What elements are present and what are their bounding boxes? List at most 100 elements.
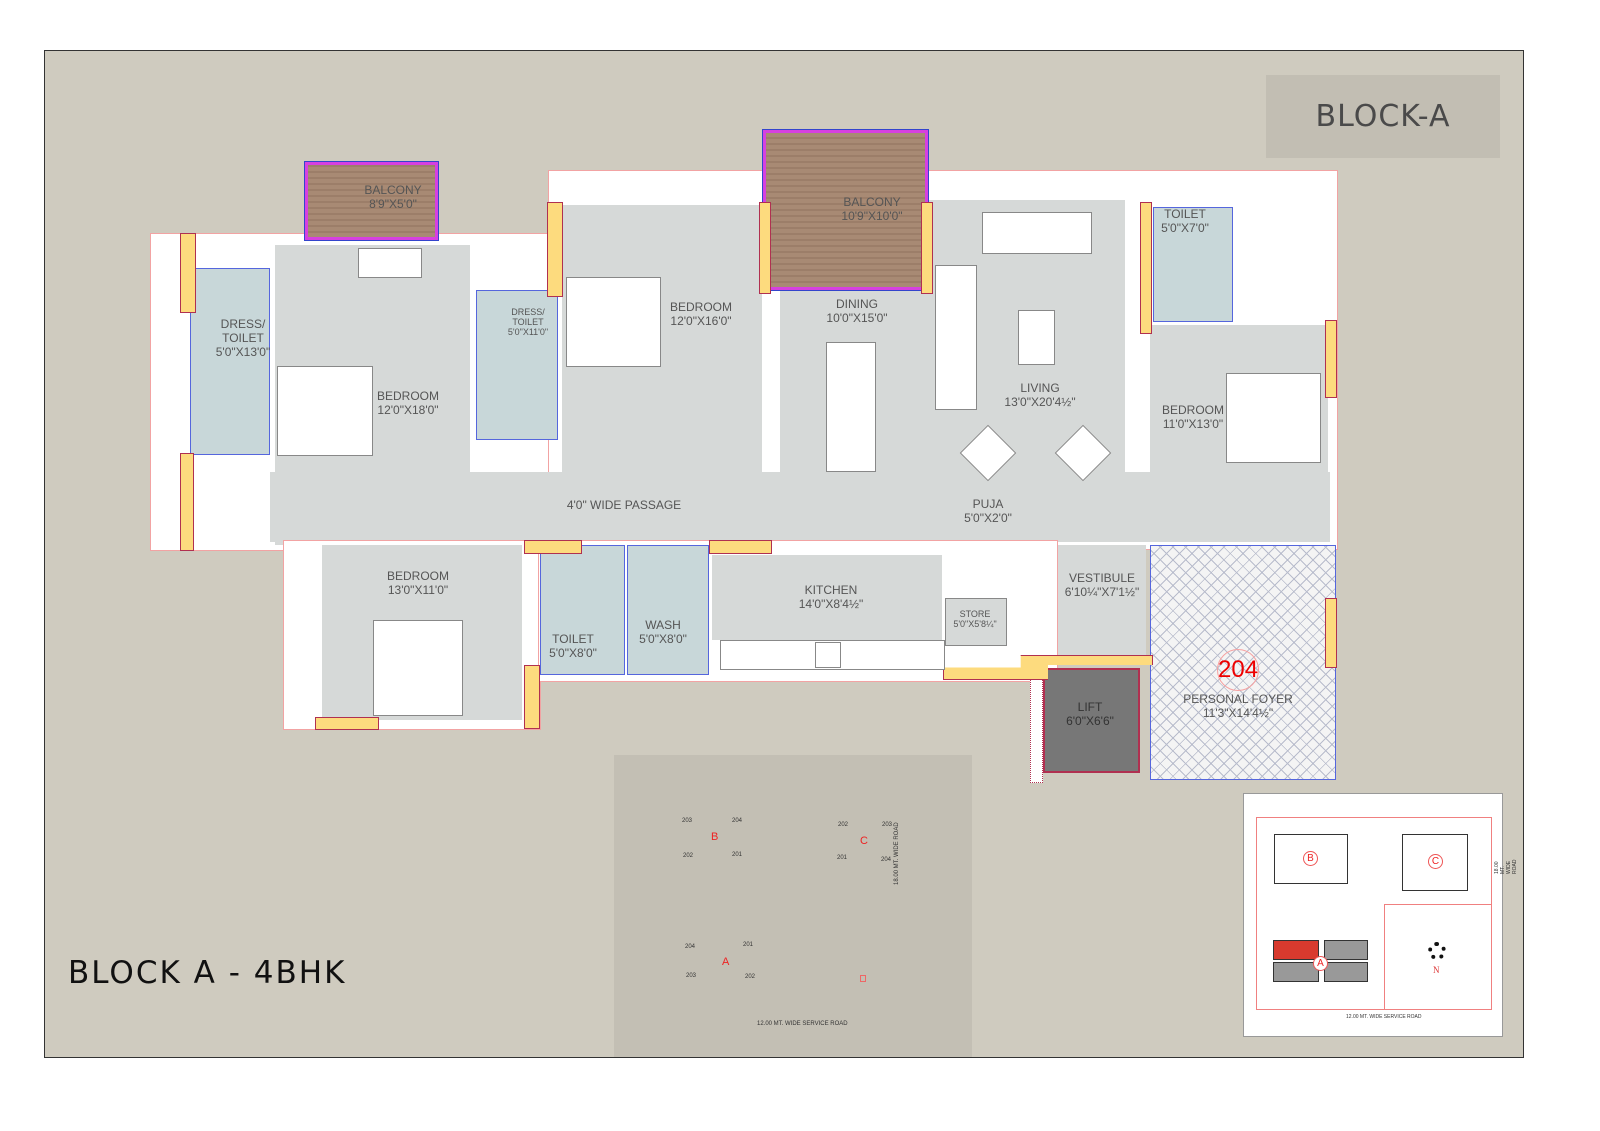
room-size: 5'0"X8'0" — [549, 646, 597, 660]
room-name: KITCHEN — [804, 583, 858, 597]
dress-toilet1-floor — [190, 268, 270, 455]
room-name: BEDROOM — [669, 300, 733, 314]
unit-204-highlight — [1273, 940, 1319, 960]
open-area-boundary — [1384, 904, 1492, 1010]
dress-toilet2-floor — [476, 290, 558, 440]
unit-label: 201 — [743, 942, 754, 948]
road-label: 18.00 MT. WIDE ROAD — [894, 822, 900, 885]
room-name: DRESS/ TOILET — [511, 307, 545, 327]
unit-label: 202 — [838, 822, 849, 828]
room-name: BALCONY — [364, 183, 422, 197]
sofa-icon — [982, 212, 1092, 254]
room-size: 6'10¼"X7'1½" — [1064, 585, 1140, 599]
room-name: PUJA — [972, 497, 1004, 511]
bed-icon — [1226, 373, 1321, 463]
block-b-marker: B — [1303, 851, 1318, 866]
room-name: DINING — [836, 297, 878, 311]
store-floor — [945, 598, 1007, 646]
room-size: 10'9"X10'0" — [841, 209, 903, 223]
lift-wall — [1030, 668, 1043, 783]
vestibule-floor — [1058, 545, 1146, 660]
room-name: BEDROOM — [386, 569, 450, 583]
block-a-marker: A — [1313, 956, 1328, 971]
room-size: 14'0"X8'4½" — [798, 597, 864, 611]
room-name: TOILET — [1164, 207, 1206, 221]
room-size: 5'0"X11'0" — [507, 327, 549, 337]
room-name: PERSONAL FOYER — [1183, 692, 1293, 706]
column — [759, 202, 771, 294]
unit-label: 202 — [683, 853, 694, 859]
bed-icon — [373, 620, 463, 716]
room-size: 5'0"X5'8¼" — [953, 619, 997, 629]
unit-label: 203 — [882, 822, 893, 828]
block-c-marker: C — [1428, 854, 1443, 869]
unit-label: 202 — [745, 974, 756, 980]
unit-label: 203 — [682, 818, 693, 824]
room-size: 10'0"X15'0" — [826, 311, 888, 325]
room-name: LIVING — [1020, 381, 1060, 395]
room-size: 5'0"X7'0" — [1161, 221, 1209, 235]
room-size: 5'0"X13'0" — [215, 345, 271, 359]
room-name: BEDROOM — [376, 389, 440, 403]
column — [524, 540, 582, 554]
coffee-table-icon — [1018, 310, 1055, 365]
room-name: TOILET — [552, 632, 594, 646]
north-label: N — [1433, 965, 1440, 975]
room-size: 11'3"X14'4½" — [1202, 706, 1274, 720]
lift-shaft — [1043, 668, 1140, 773]
compass-icon — [1428, 942, 1446, 960]
column — [547, 202, 563, 297]
block-label: C — [860, 835, 868, 847]
room-name: LIFT — [1077, 700, 1103, 714]
unit-icon — [1324, 940, 1368, 960]
dining-table-icon — [826, 342, 876, 472]
room-size: 6'0"X6'6" — [1066, 714, 1114, 728]
site-plan: 203 204 202 201 B 202 203 201 204 C 204 … — [614, 755, 972, 1057]
column — [709, 540, 772, 554]
room-size: 13'0"X11'0" — [387, 583, 449, 597]
toilet-right-floor — [1153, 207, 1233, 322]
kitchen-floor — [712, 555, 942, 640]
sofa-icon — [935, 265, 977, 410]
sofa-icon — [358, 248, 422, 278]
room-size: 11'0"X13'0" — [1162, 417, 1224, 431]
room-name: STORE — [959, 609, 991, 619]
unit-label: 204 — [732, 818, 743, 824]
balcony2 — [762, 129, 929, 291]
room-size: 5'0"X2'0" — [964, 511, 1012, 525]
room-size: 12'0"X16'0" — [670, 314, 732, 328]
column — [1325, 320, 1337, 398]
unit-icon — [1273, 962, 1319, 982]
balcony1 — [304, 161, 439, 241]
unit-label: 201 — [837, 855, 848, 861]
room-name: WASH — [645, 618, 681, 632]
room-name: BALCONY — [843, 195, 901, 209]
road-label: 12.00 MT. WIDE SERVICE ROAD — [757, 1021, 848, 1027]
column — [315, 717, 379, 730]
personal-foyer-floor — [1150, 545, 1336, 780]
bed-icon — [566, 277, 661, 367]
bed-icon — [277, 366, 373, 456]
road-label: 12.00 MT. WIDE SERVICE ROAD — [1346, 1014, 1422, 1020]
marker-icon — [860, 975, 866, 982]
room-name: BEDROOM — [1161, 403, 1225, 417]
road-label: 18.00 MT. WIDE ROAD — [1494, 859, 1518, 874]
stove-icon — [815, 642, 841, 668]
passage-label: 4'0" WIDE PASSAGE — [566, 498, 682, 512]
